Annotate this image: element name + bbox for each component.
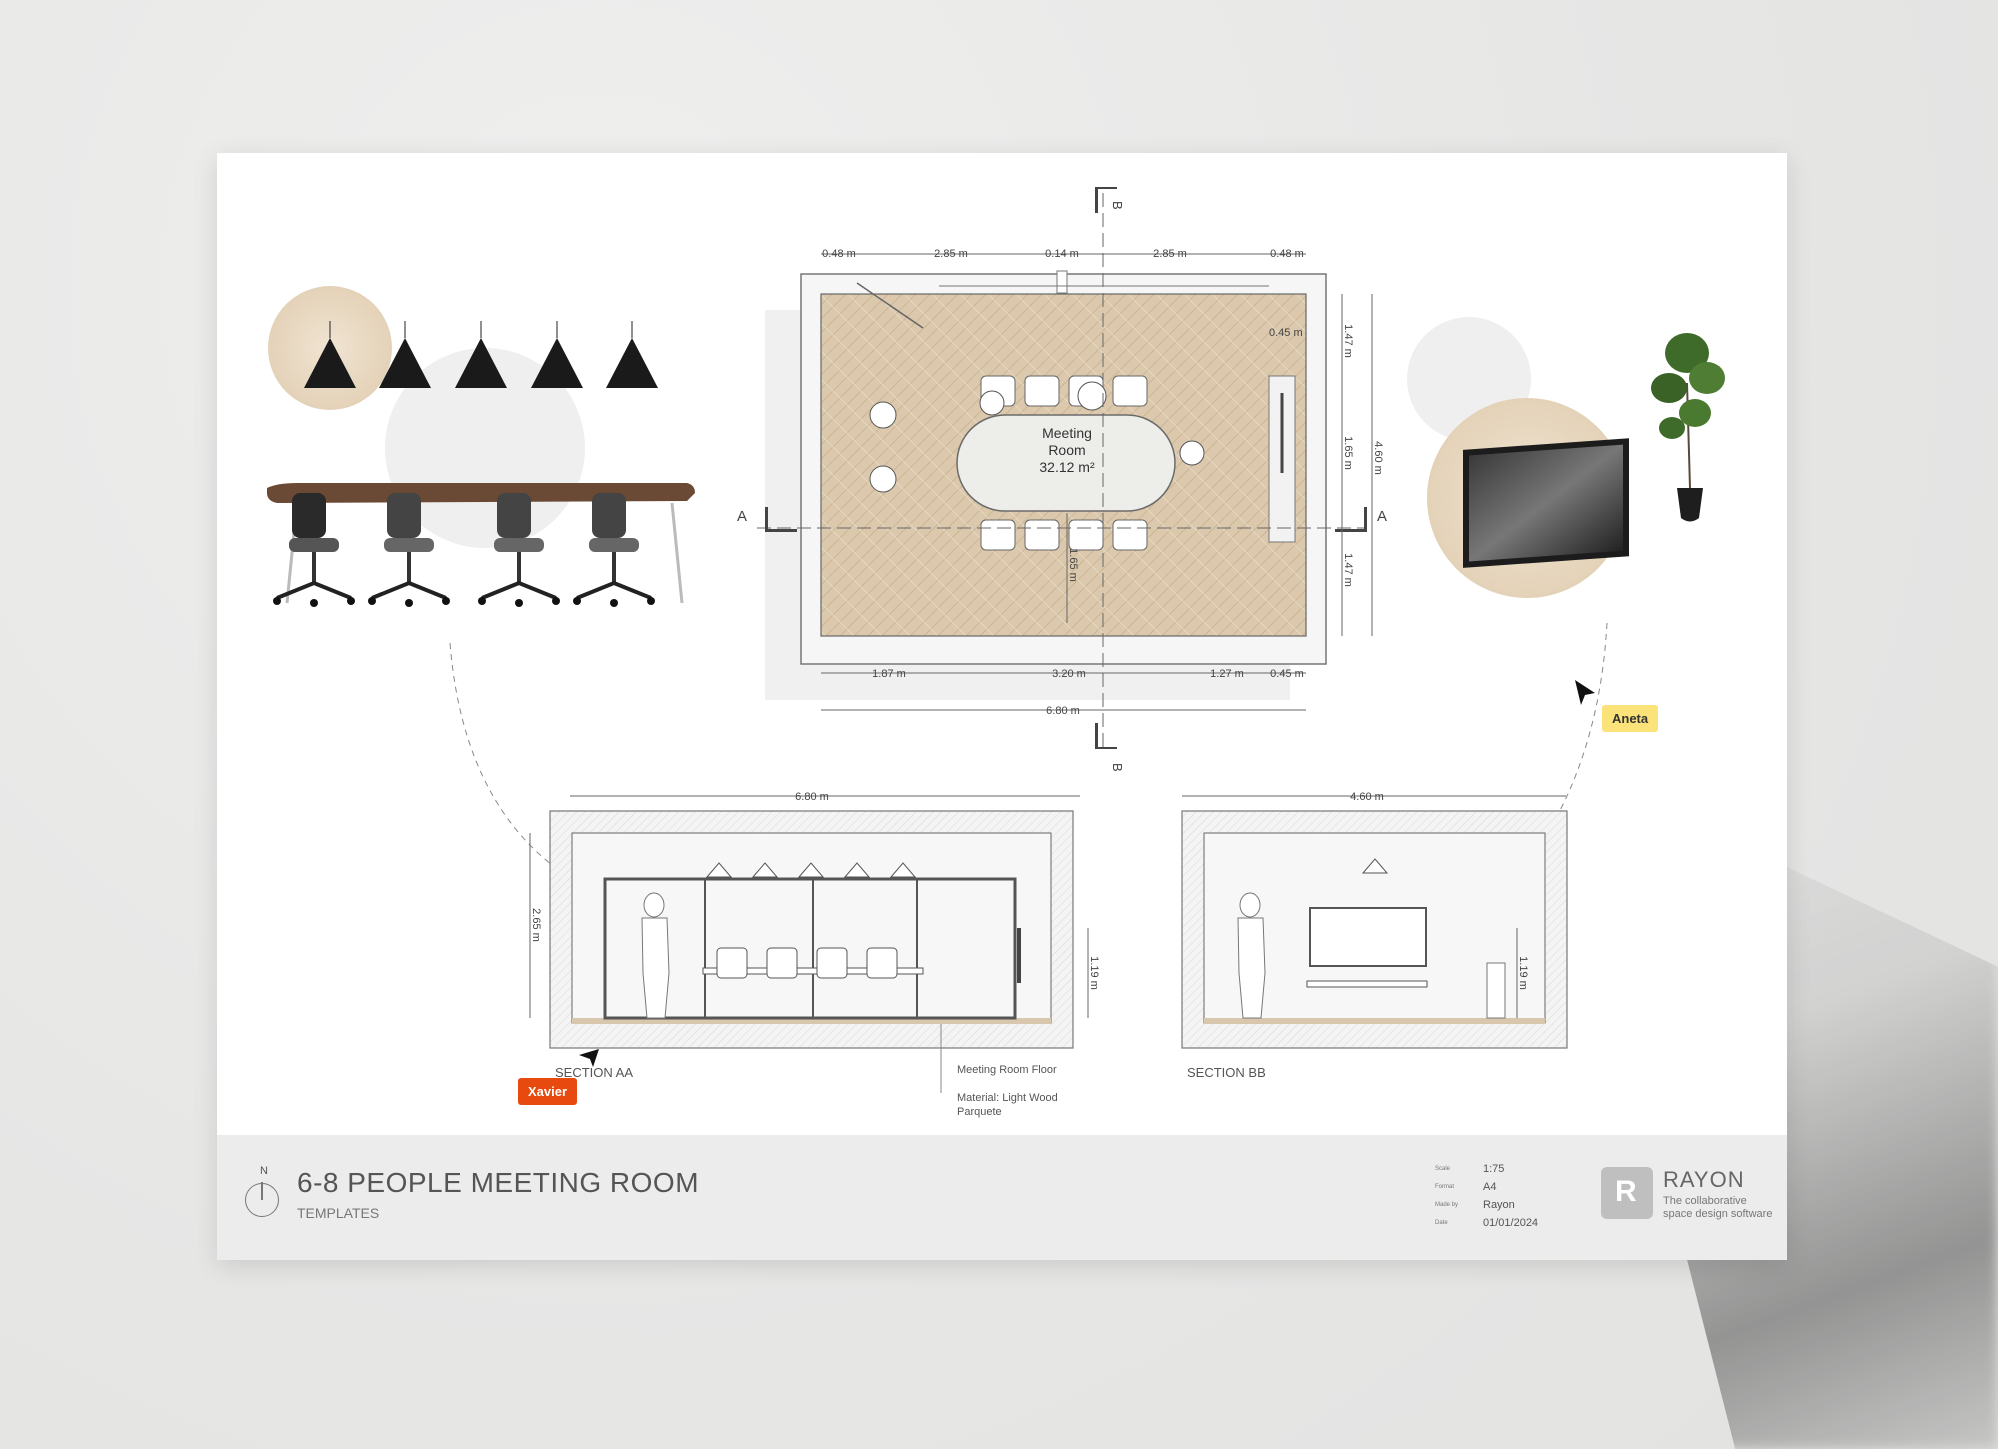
brand-name: RAYON: [1663, 1167, 1745, 1192]
drawing-canvas: Meeting Room 32.12 m² B B A A 0.48 m 2.8…: [267, 187, 1725, 1093]
dim-bottom-2: 3.20 m: [1052, 668, 1086, 680]
plan-people: [869, 381, 1205, 493]
note-floor: Meeting Room Floor: [957, 1064, 1057, 1076]
section-bb-screen: [1309, 907, 1427, 967]
potted-plant: [1651, 333, 1725, 522]
section-aa-width: 6.80 m: [795, 791, 829, 803]
rayon-logo-icon: R: [1601, 1167, 1653, 1219]
dims-top: 0.48 m 2.85 m 0.14 m 2.85 m 0.48 m: [821, 248, 1306, 260]
pendant-lamp: [379, 321, 431, 388]
room-name-line-1: Meeting: [1042, 425, 1092, 441]
office-chair: [573, 493, 655, 607]
section-marker-b-bottom: [1095, 723, 1117, 749]
office-chair: [478, 493, 560, 607]
section-aa-height: 2.65 m: [530, 908, 542, 942]
section-bb-planter: [1486, 962, 1506, 1019]
page-subtitle: TEMPLATES: [297, 1205, 380, 1221]
dim-top-1: 0.48 m: [822, 248, 856, 260]
section-aa-person: [641, 892, 670, 1019]
pendant-lamp: [455, 321, 507, 388]
dim-right-1: 1.47 m: [1342, 324, 1354, 358]
pendant-lamp: [606, 321, 658, 388]
dim-right-3: 1.47 m: [1342, 553, 1354, 587]
north-label: N: [260, 1165, 268, 1177]
note-material-2: Parquete: [957, 1106, 1002, 1118]
door-swing: [856, 282, 924, 329]
room-name-line-2: Room: [1048, 442, 1085, 458]
section-aa-lamps: [705, 862, 917, 878]
collaborator-label-aneta: Aneta: [1602, 705, 1659, 732]
dims-right: 1.47 m 1.65 m 1.47 m 4.60 m: [1341, 294, 1384, 636]
section-aa-label: SECTION AA: [555, 1065, 634, 1080]
section-aa-chairs: [716, 947, 898, 979]
section-marker-a-left: [765, 507, 797, 532]
section-aa-tv: [1017, 928, 1021, 983]
dim-top-2: 2.85 m: [934, 248, 968, 260]
brand-tagline: The collaborative space design software: [1663, 1195, 1773, 1220]
section-bb-table: [1306, 980, 1428, 988]
dims-bottom: 1.87 m 3.20 m 1.27 m 0.45 m 6.80 m: [821, 668, 1306, 717]
dim-bottom-3: 1.27 m: [1210, 668, 1244, 680]
floor-plan: Meeting Room 32.12 m² B B A A 0.48 m 2.8…: [737, 187, 1387, 772]
room-area: 32.12 m²: [1039, 459, 1095, 475]
section-bb-label: SECTION BB: [1187, 1065, 1266, 1080]
dim-top-4: 2.85 m: [1153, 248, 1187, 260]
office-chair: [368, 493, 450, 607]
section-bb-screen-height: 1.19 m: [1517, 956, 1529, 990]
note-material-1: Material: Light Wood: [957, 1092, 1058, 1104]
dim-top-3: 0.14 m: [1045, 248, 1079, 260]
section-bb-person: [1237, 892, 1266, 1019]
section-bb-width: 4.60 m: [1350, 791, 1384, 803]
pendant-lamp: [304, 321, 356, 388]
office-chairs: [273, 493, 655, 607]
moodboard-right: [1407, 317, 1725, 598]
section-aa-table: [702, 967, 924, 975]
drawing-sheet: Meeting Room 32.12 m² B B A A 0.48 m 2.8…: [217, 153, 1787, 1260]
pendant-lamps: [304, 321, 658, 388]
dim-bottom-1: 1.87 m: [872, 668, 906, 680]
pendant-lamp: [531, 321, 583, 388]
moodboard-left: [267, 286, 695, 607]
section-label-a-left: A: [737, 508, 747, 525]
dim-bottom-4: 0.45 m: [1270, 668, 1304, 680]
collaborator-label-xavier: Xavier: [518, 1078, 578, 1105]
section-label-b-bottom: B: [1110, 763, 1125, 772]
cursor-aneta-icon: [1575, 680, 1595, 705]
page-title: 6-8 PEOPLE MEETING ROOM: [297, 1167, 700, 1198]
office-chair: [273, 493, 355, 607]
window-mullion: [1056, 270, 1068, 294]
section-bb-drawing: 4.60 m 1.19 m: [1181, 791, 1568, 1049]
cursor-xavier-icon: [579, 1049, 599, 1067]
section-bb-lamp: [1361, 858, 1389, 874]
wall-tv: [1463, 438, 1629, 568]
dim-top-5: 0.48 m: [1270, 248, 1304, 260]
dim-right-total: 4.60 m: [1372, 441, 1384, 475]
north-compass-icon: [245, 1182, 279, 1217]
section-marker-a-right: [1335, 507, 1367, 532]
section-aa-drawing: 6.80 m: [529, 791, 1100, 1049]
section-aa-screen-height: 1.19 m: [1088, 956, 1100, 990]
dim-total-width: 6.80 m: [1046, 705, 1080, 717]
dim-right-2: 1.65 m: [1342, 436, 1354, 470]
section-label-b-top: B: [1110, 201, 1125, 210]
dim-window-offset: 0.45 m: [1269, 327, 1303, 339]
title-block: N 6-8 PEOPLE MEETING ROOM TEMPLATES Scal…: [217, 1135, 1787, 1260]
dim-table-center: 1.65 m: [1067, 548, 1079, 582]
section-label-a-right: A: [1377, 508, 1387, 525]
section-marker-b-top: [1095, 187, 1117, 213]
plan-meeting-table: [956, 414, 1176, 512]
